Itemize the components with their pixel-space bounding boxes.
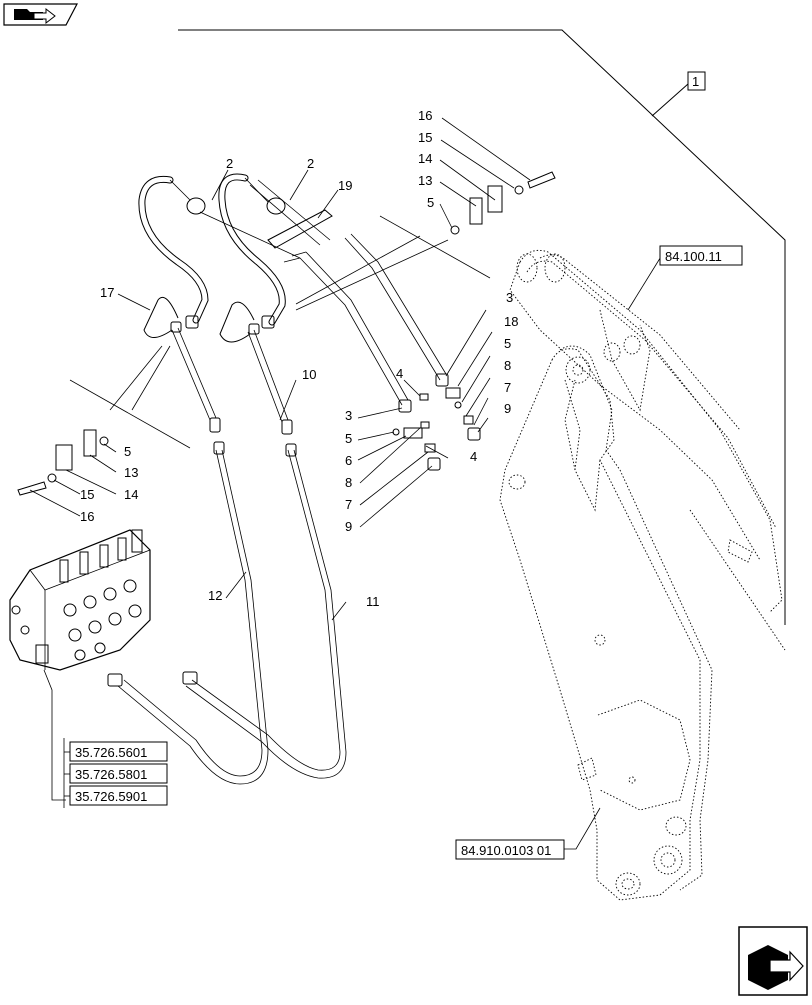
reference-box-boom[interactable]: 84.100.11 (659, 245, 743, 266)
callout-5-mid: 5 (345, 431, 352, 446)
hydraulic-hoses (117, 173, 447, 785)
callout-14-top: 14 (418, 151, 432, 166)
callout-3a: 3 (506, 290, 513, 305)
item-1-leader (178, 29, 786, 625)
callout-5-right: 5 (504, 336, 511, 351)
ref-item-1: 1 (692, 74, 699, 89)
callout-2b: 2 (307, 156, 314, 171)
ref-boom: 84.100.11 (665, 249, 722, 264)
callout-19: 19 (338, 178, 352, 193)
hose-guides (143, 296, 255, 343)
fittings (107, 315, 481, 687)
ref-valve-a: 35.726.5601 (75, 745, 147, 760)
bracket-top (450, 171, 556, 235)
callout-9-mid: 9 (345, 519, 352, 534)
reference-box-valve-c[interactable]: 35.726.5901 (69, 785, 168, 806)
boom-assembly (499, 249, 786, 901)
bracket-left (17, 429, 109, 496)
next-page-arrow-icon[interactable] (738, 926, 808, 996)
reference-box-valve-a[interactable]: 35.726.5601 (69, 741, 168, 762)
callout-5-top: 5 (427, 195, 434, 210)
callout-11: 11 (366, 594, 380, 609)
reference-box-item-1[interactable]: 1 (687, 71, 706, 91)
callout-15-top: 15 (418, 130, 432, 145)
callout-18: 18 (504, 314, 518, 329)
callout-8-mid: 8 (345, 475, 352, 490)
ref-arm: 84.910.0103 01 (461, 843, 551, 858)
folder-back-icon[interactable] (3, 3, 78, 26)
callout-3b: 3 (345, 408, 352, 423)
callout-12: 12 (208, 588, 222, 603)
callout-8-right: 8 (504, 358, 511, 373)
callout-13-left: 13 (124, 465, 138, 480)
callout-14-left: 14 (124, 487, 138, 502)
callout-7-right: 7 (504, 380, 511, 395)
callout-13-top: 13 (418, 173, 432, 188)
callout-17: 17 (100, 285, 114, 300)
callout-6: 6 (345, 453, 352, 468)
reference-box-arm[interactable]: 84.910.0103 01 (455, 839, 565, 860)
ref-valve-b: 35.726.5801 (75, 767, 147, 782)
ref-valve-c: 35.726.5901 (75, 789, 147, 804)
callout-16-left: 16 (80, 509, 94, 524)
callout-4b: 4 (470, 449, 477, 464)
callout-15-left: 15 (80, 487, 94, 502)
hose-clamps (169, 177, 333, 259)
reference-box-valve-b[interactable]: 35.726.5801 (69, 763, 168, 784)
callout-2a: 2 (226, 156, 233, 171)
control-valve (9, 529, 151, 671)
leader-lines (29, 117, 663, 850)
callout-16-top: 16 (418, 108, 432, 123)
callout-4a: 4 (396, 366, 403, 381)
callout-5-left: 5 (124, 444, 131, 459)
callout-labels: 2 2 19 17 16 15 14 13 5 3 18 5 8 7 9 4 3… (80, 108, 518, 609)
callout-7-mid: 7 (345, 497, 352, 512)
callout-9-right: 9 (504, 401, 511, 416)
callout-10: 10 (302, 367, 316, 382)
